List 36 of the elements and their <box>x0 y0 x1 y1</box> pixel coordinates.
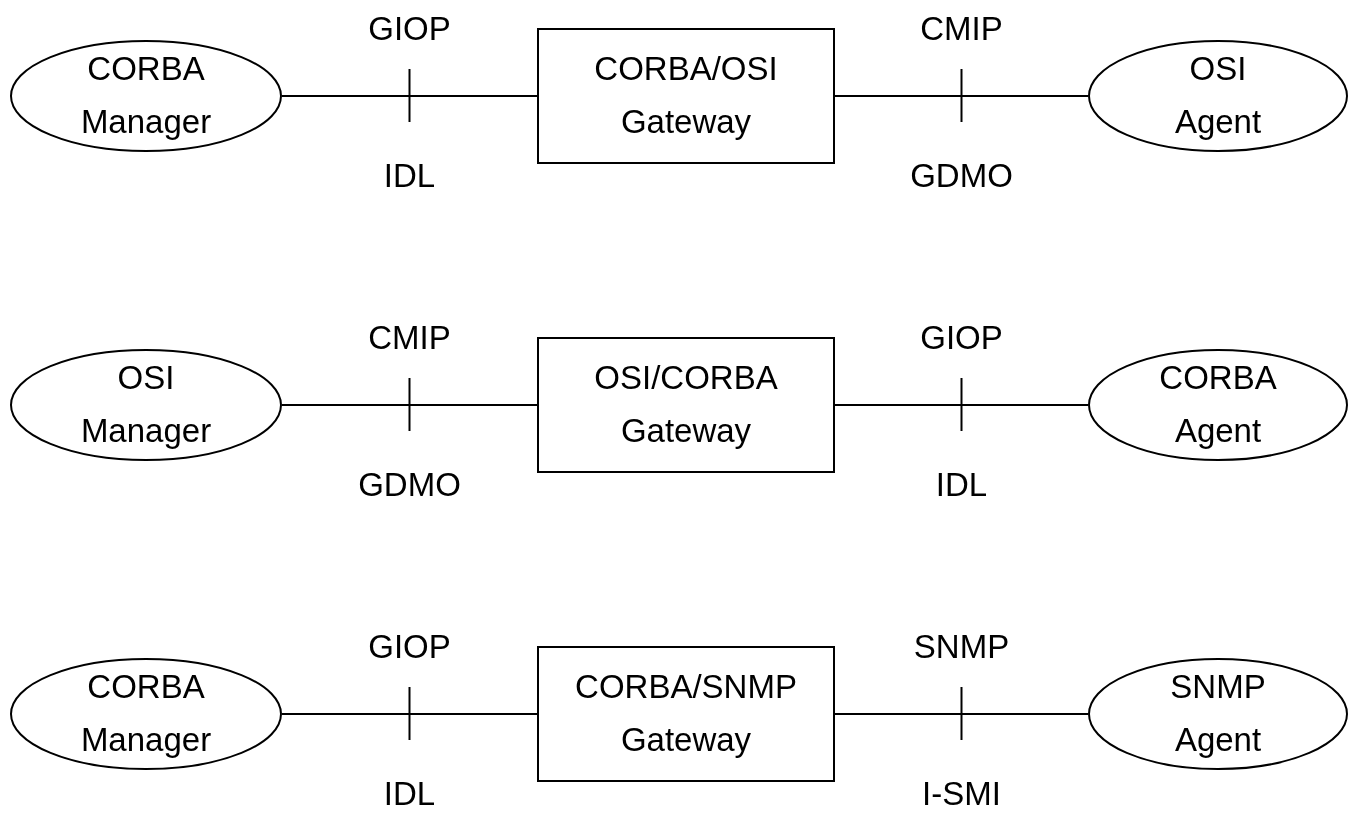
node-label: OSI/CORBA Gateway <box>593 358 779 451</box>
format-label: GDMO <box>910 156 1013 196</box>
gateway-box <box>537 646 835 782</box>
endpoint-ellipse <box>1088 40 1348 152</box>
connector-line <box>281 95 538 97</box>
node-label: OSI Agent <box>1173 49 1263 142</box>
connector-line <box>834 95 1089 97</box>
format-label: IDL <box>383 774 436 814</box>
node-label: SNMP Agent <box>1169 667 1267 760</box>
format-label: GDMO <box>358 465 461 505</box>
edge-label: SNMP <box>913 627 1010 667</box>
format-label: IDL <box>383 156 436 196</box>
connector-line <box>281 404 538 406</box>
node-label: CORBA Manager <box>79 49 213 142</box>
edge-label: GIOP <box>368 9 451 49</box>
node-label: CORBA/SNMP Gateway <box>574 667 798 760</box>
endpoint-ellipse <box>1088 349 1348 461</box>
endpoint-ellipse <box>1088 658 1348 770</box>
endpoint-ellipse <box>10 349 282 461</box>
edge-label: GIOP <box>920 318 1003 358</box>
connector-line <box>281 713 538 715</box>
node-label: CORBA/OSI Gateway <box>593 49 779 142</box>
node-label: OSI Manager <box>79 358 213 451</box>
format-label: I-SMI <box>922 774 1001 814</box>
node-label: CORBA Manager <box>79 667 213 760</box>
format-label: IDL <box>935 465 988 505</box>
gateway-box <box>537 337 835 473</box>
gateway-box <box>537 28 835 164</box>
endpoint-ellipse <box>10 40 282 152</box>
node-label: CORBA Agent <box>1158 358 1278 451</box>
connector-line <box>834 713 1089 715</box>
endpoint-ellipse <box>10 658 282 770</box>
edge-label: GIOP <box>368 627 451 667</box>
edge-label: CMIP <box>368 318 451 358</box>
edge-label: CMIP <box>920 9 1003 49</box>
connector-line <box>834 404 1089 406</box>
